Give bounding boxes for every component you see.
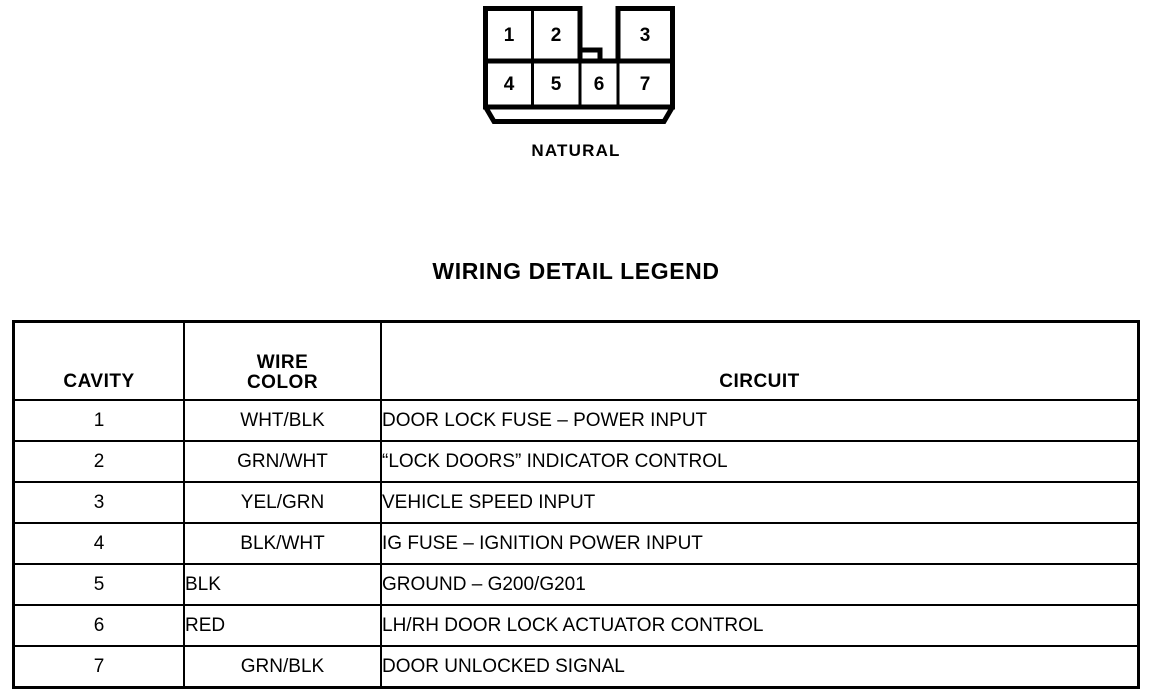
cell-color: GRN/WHT — [183, 440, 382, 483]
cavity-number-1: 1 — [504, 25, 515, 46]
header-cavity: CAVITY — [12, 320, 185, 401]
table-row: 7 GRN/BLK DOOR UNLOCKED SIGNAL — [12, 645, 1140, 689]
cell-circuit: VEHICLE SPEED INPUT — [380, 481, 1140, 524]
cell-color: BLK — [183, 563, 382, 606]
cell-circuit: DOOR LOCK FUSE – POWER INPUT — [380, 399, 1140, 442]
cavity-number-2: 2 — [551, 25, 562, 46]
cell-circuit: “LOCK DOORS” INDICATOR CONTROL — [380, 440, 1140, 483]
table-row: 1 WHT/BLK DOOR LOCK FUSE – POWER INPUT — [12, 399, 1140, 442]
cell-circuit: LH/RH DOOR LOCK ACTUATOR CONTROL — [380, 604, 1140, 647]
header-wire-color-line2: COLOR — [246, 372, 319, 394]
connector-svg: 1 2 3 4 5 6 7 — [483, 6, 675, 124]
cell-cavity: 1 — [12, 399, 185, 442]
header-row: CAVITY WIRE COLOR CIRCUIT — [12, 320, 1140, 401]
table-row: 4 BLK/WHT IG FUSE – IGNITION POWER INPUT — [12, 522, 1140, 565]
header-circuit: CIRCUIT — [380, 320, 1140, 401]
connector-color-label: NATURAL — [531, 141, 621, 160]
cavity-number-3: 3 — [640, 25, 651, 46]
cavity-number-5: 5 — [551, 74, 562, 95]
cell-circuit: DOOR UNLOCKED SIGNAL — [380, 645, 1140, 689]
table-row: 2 GRN/WHT “LOCK DOORS” INDICATOR CONTROL — [12, 440, 1140, 483]
cell-color: GRN/BLK — [183, 645, 382, 689]
table-row: 3 YEL/GRN VEHICLE SPEED INPUT — [12, 481, 1140, 524]
header-wire-color-line1: WIRE — [256, 351, 309, 373]
cell-color: RED — [183, 604, 382, 647]
table-row: 6 RED LH/RH DOOR LOCK ACTUATOR CONTROL — [12, 604, 1140, 647]
cell-cavity: 6 — [12, 604, 185, 647]
cell-cavity: 2 — [12, 440, 185, 483]
table-body: 1 WHT/BLK DOOR LOCK FUSE – POWER INPUT 2… — [12, 399, 1140, 689]
cell-circuit: GROUND – G200/G201 — [380, 563, 1140, 606]
header-wire-color: WIRE COLOR — [183, 320, 382, 401]
cell-circuit: IG FUSE – IGNITION POWER INPUT — [380, 522, 1140, 565]
connector-skirt — [483, 104, 675, 124]
cavity-number-7: 7 — [640, 74, 651, 95]
cell-color: WHT/BLK — [183, 399, 382, 442]
cell-cavity: 5 — [12, 563, 185, 606]
legend-title: WIRING DETAIL LEGEND — [432, 258, 720, 284]
cavity-number-6: 6 — [594, 74, 605, 95]
table-header: CAVITY WIRE COLOR CIRCUIT — [12, 320, 1140, 401]
cell-cavity: 3 — [12, 481, 185, 524]
wiring-detail-legend-table: CAVITY WIRE COLOR CIRCUIT 1 WHT/BLK DOOR… — [12, 320, 1140, 689]
cell-cavity: 7 — [12, 645, 185, 689]
cell-color: YEL/GRN — [183, 481, 382, 524]
cavity-number-4: 4 — [504, 74, 515, 95]
connector-diagram: 1 2 3 4 5 6 7 — [483, 6, 675, 124]
cell-cavity: 4 — [12, 522, 185, 565]
table-row: 5 BLK GROUND – G200/G201 — [12, 563, 1140, 606]
cell-color: BLK/WHT — [183, 522, 382, 565]
